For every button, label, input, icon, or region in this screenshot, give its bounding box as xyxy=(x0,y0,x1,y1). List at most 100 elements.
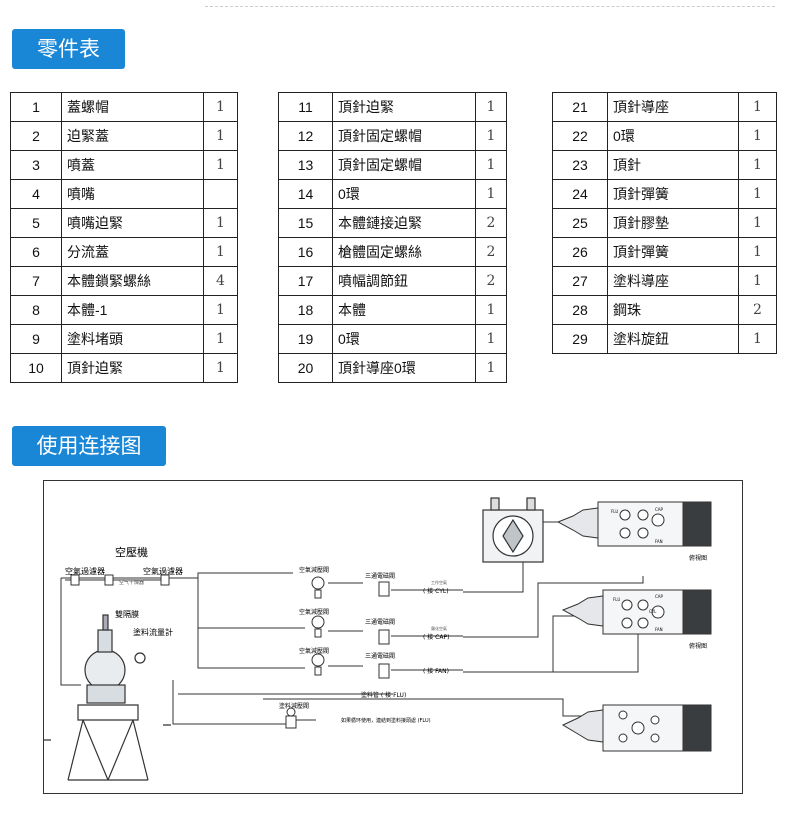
part-number: 15 xyxy=(278,208,333,238)
label-atomize-air: 霧化空氣 xyxy=(431,625,447,631)
filter-icons xyxy=(70,574,170,586)
part-number: 1 xyxy=(10,92,62,122)
part-number: 14 xyxy=(278,179,333,209)
part-quantity: 1 xyxy=(475,353,507,383)
part-name: 頂針固定螺帽 xyxy=(332,121,476,151)
part-number: 5 xyxy=(10,208,62,238)
part-name: 分流蓋 xyxy=(61,237,204,267)
part-number: 19 xyxy=(278,324,333,354)
connection-diagram-title: 使用连接图 xyxy=(12,426,166,466)
part-quantity: 1 xyxy=(203,295,238,325)
part-quantity: 1 xyxy=(203,92,238,122)
label-regulator-1: 空氣減壓閥 xyxy=(299,566,329,574)
part-quantity: 2 xyxy=(475,266,507,296)
top-dashed-line xyxy=(205,6,775,7)
part-name: 塗料旋鈕 xyxy=(607,324,739,354)
spray-gun-3 xyxy=(561,704,712,752)
part-number: 13 xyxy=(278,150,333,180)
part-number: 28 xyxy=(552,295,608,325)
label-cyl: ( 接 CYL) xyxy=(423,587,449,595)
part-quantity: 1 xyxy=(475,121,507,151)
part-quantity: 1 xyxy=(738,266,777,296)
label-side-view-2: 俯視图 xyxy=(689,642,707,650)
part-name: 頂針彈簧 xyxy=(607,237,739,267)
label-circulation: 如果循环使用，連結到塗料接頭處 (FLU) xyxy=(341,717,431,724)
part-quantity: 1 xyxy=(203,208,238,238)
label-filter-right: 空氣過濾器 xyxy=(143,566,183,576)
part-name: 塗料導座 xyxy=(607,266,739,296)
label-side-view-1: 俯視图 xyxy=(689,554,707,562)
part-name: 頂針迫緊 xyxy=(61,353,204,383)
part-name: 頂針膠墊 xyxy=(607,208,739,238)
part-name: 噴蓋 xyxy=(61,150,204,180)
part-name: 頂針導座 xyxy=(607,92,739,122)
part-number: 4 xyxy=(10,179,62,209)
part-number: 8 xyxy=(10,295,62,325)
label-fan: ( 接 FAN) xyxy=(423,667,449,675)
part-name: 本體 xyxy=(332,295,476,325)
part-number: 2 xyxy=(10,121,62,151)
label-diaphragm: 雙隔膜 xyxy=(115,609,139,619)
part-quantity: 1 xyxy=(203,237,238,267)
label-port-cap-1: CAP xyxy=(655,507,664,512)
part-quantity: 1 xyxy=(475,324,507,354)
part-name: 本體鏈接迫緊 xyxy=(332,208,476,238)
part-quantity: 1 xyxy=(203,150,238,180)
part-number: 12 xyxy=(278,121,333,151)
part-name: 0環 xyxy=(332,324,476,354)
part-quantity: 2 xyxy=(475,208,507,238)
part-name: 噴嘴 xyxy=(61,179,204,209)
part-number: 21 xyxy=(552,92,608,122)
part-quantity: 1 xyxy=(203,353,238,383)
connection-diagram: 空壓機 空氣過濾器 空氣過濾器 空气干燥器 雙隔膜 塗料流量計 空氣減壓閥 空氣… xyxy=(43,480,743,794)
part-quantity: 1 xyxy=(475,92,507,122)
part-number: 10 xyxy=(10,353,62,383)
manifold-graphic xyxy=(482,497,544,563)
part-number: 18 xyxy=(278,295,333,325)
part-name: 0環 xyxy=(332,179,476,209)
part-name: 蓋螺帽 xyxy=(61,92,204,122)
part-number: 25 xyxy=(552,208,608,238)
part-number: 3 xyxy=(10,150,62,180)
parts-list-title: 零件表 xyxy=(12,29,125,69)
part-quantity: 1 xyxy=(203,324,238,354)
part-quantity: 1 xyxy=(738,237,777,267)
part-name: 噴嘴迫緊 xyxy=(61,208,204,238)
label-paint-pipe: 塗料管 ( 接 FLU) xyxy=(361,691,406,699)
label-filter-left: 空氣過濾器 xyxy=(65,566,105,576)
label-valve-3: 三通電磁閥 xyxy=(365,652,395,660)
part-number: 24 xyxy=(552,179,608,209)
part-number: 9 xyxy=(10,324,62,354)
part-number: 26 xyxy=(552,237,608,267)
part-name: 槍體固定螺絲 xyxy=(332,237,476,267)
spray-gun-1 xyxy=(556,501,712,547)
label-port-fan-2: FAN xyxy=(655,627,663,632)
regulator-gauges xyxy=(285,576,325,729)
part-quantity xyxy=(203,179,238,209)
part-number: 6 xyxy=(10,237,62,267)
solenoid-valve-icons xyxy=(378,581,390,679)
part-name: 本體-1 xyxy=(61,295,204,325)
part-number: 22 xyxy=(552,121,608,151)
